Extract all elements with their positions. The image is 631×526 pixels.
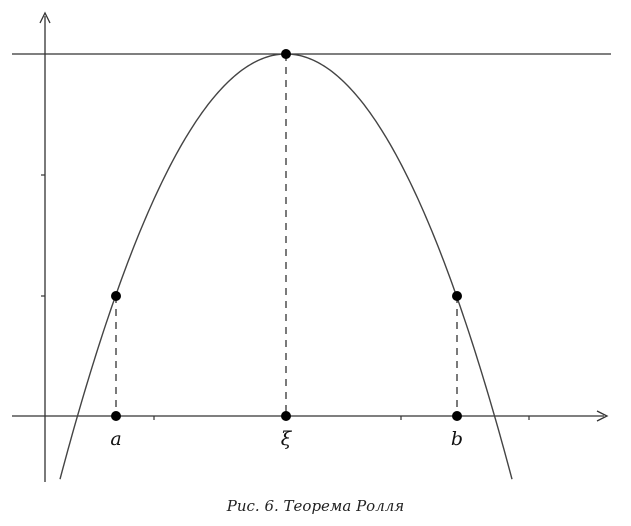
point-fb bbox=[452, 291, 462, 301]
point-fa bbox=[111, 291, 121, 301]
rolle-diagram: a ξ b bbox=[12, 11, 611, 482]
x-axis-arrowhead bbox=[596, 410, 609, 422]
y-axis-arrowhead bbox=[39, 11, 51, 24]
label-xi: ξ bbox=[281, 428, 293, 450]
point-xi bbox=[281, 411, 291, 421]
point-a bbox=[111, 411, 121, 421]
figure-caption: Рис. 6. Теорема Ролля bbox=[226, 497, 405, 515]
label-b: b bbox=[451, 428, 463, 450]
label-a: a bbox=[110, 428, 121, 450]
point-b bbox=[452, 411, 462, 421]
point-max bbox=[281, 49, 291, 59]
